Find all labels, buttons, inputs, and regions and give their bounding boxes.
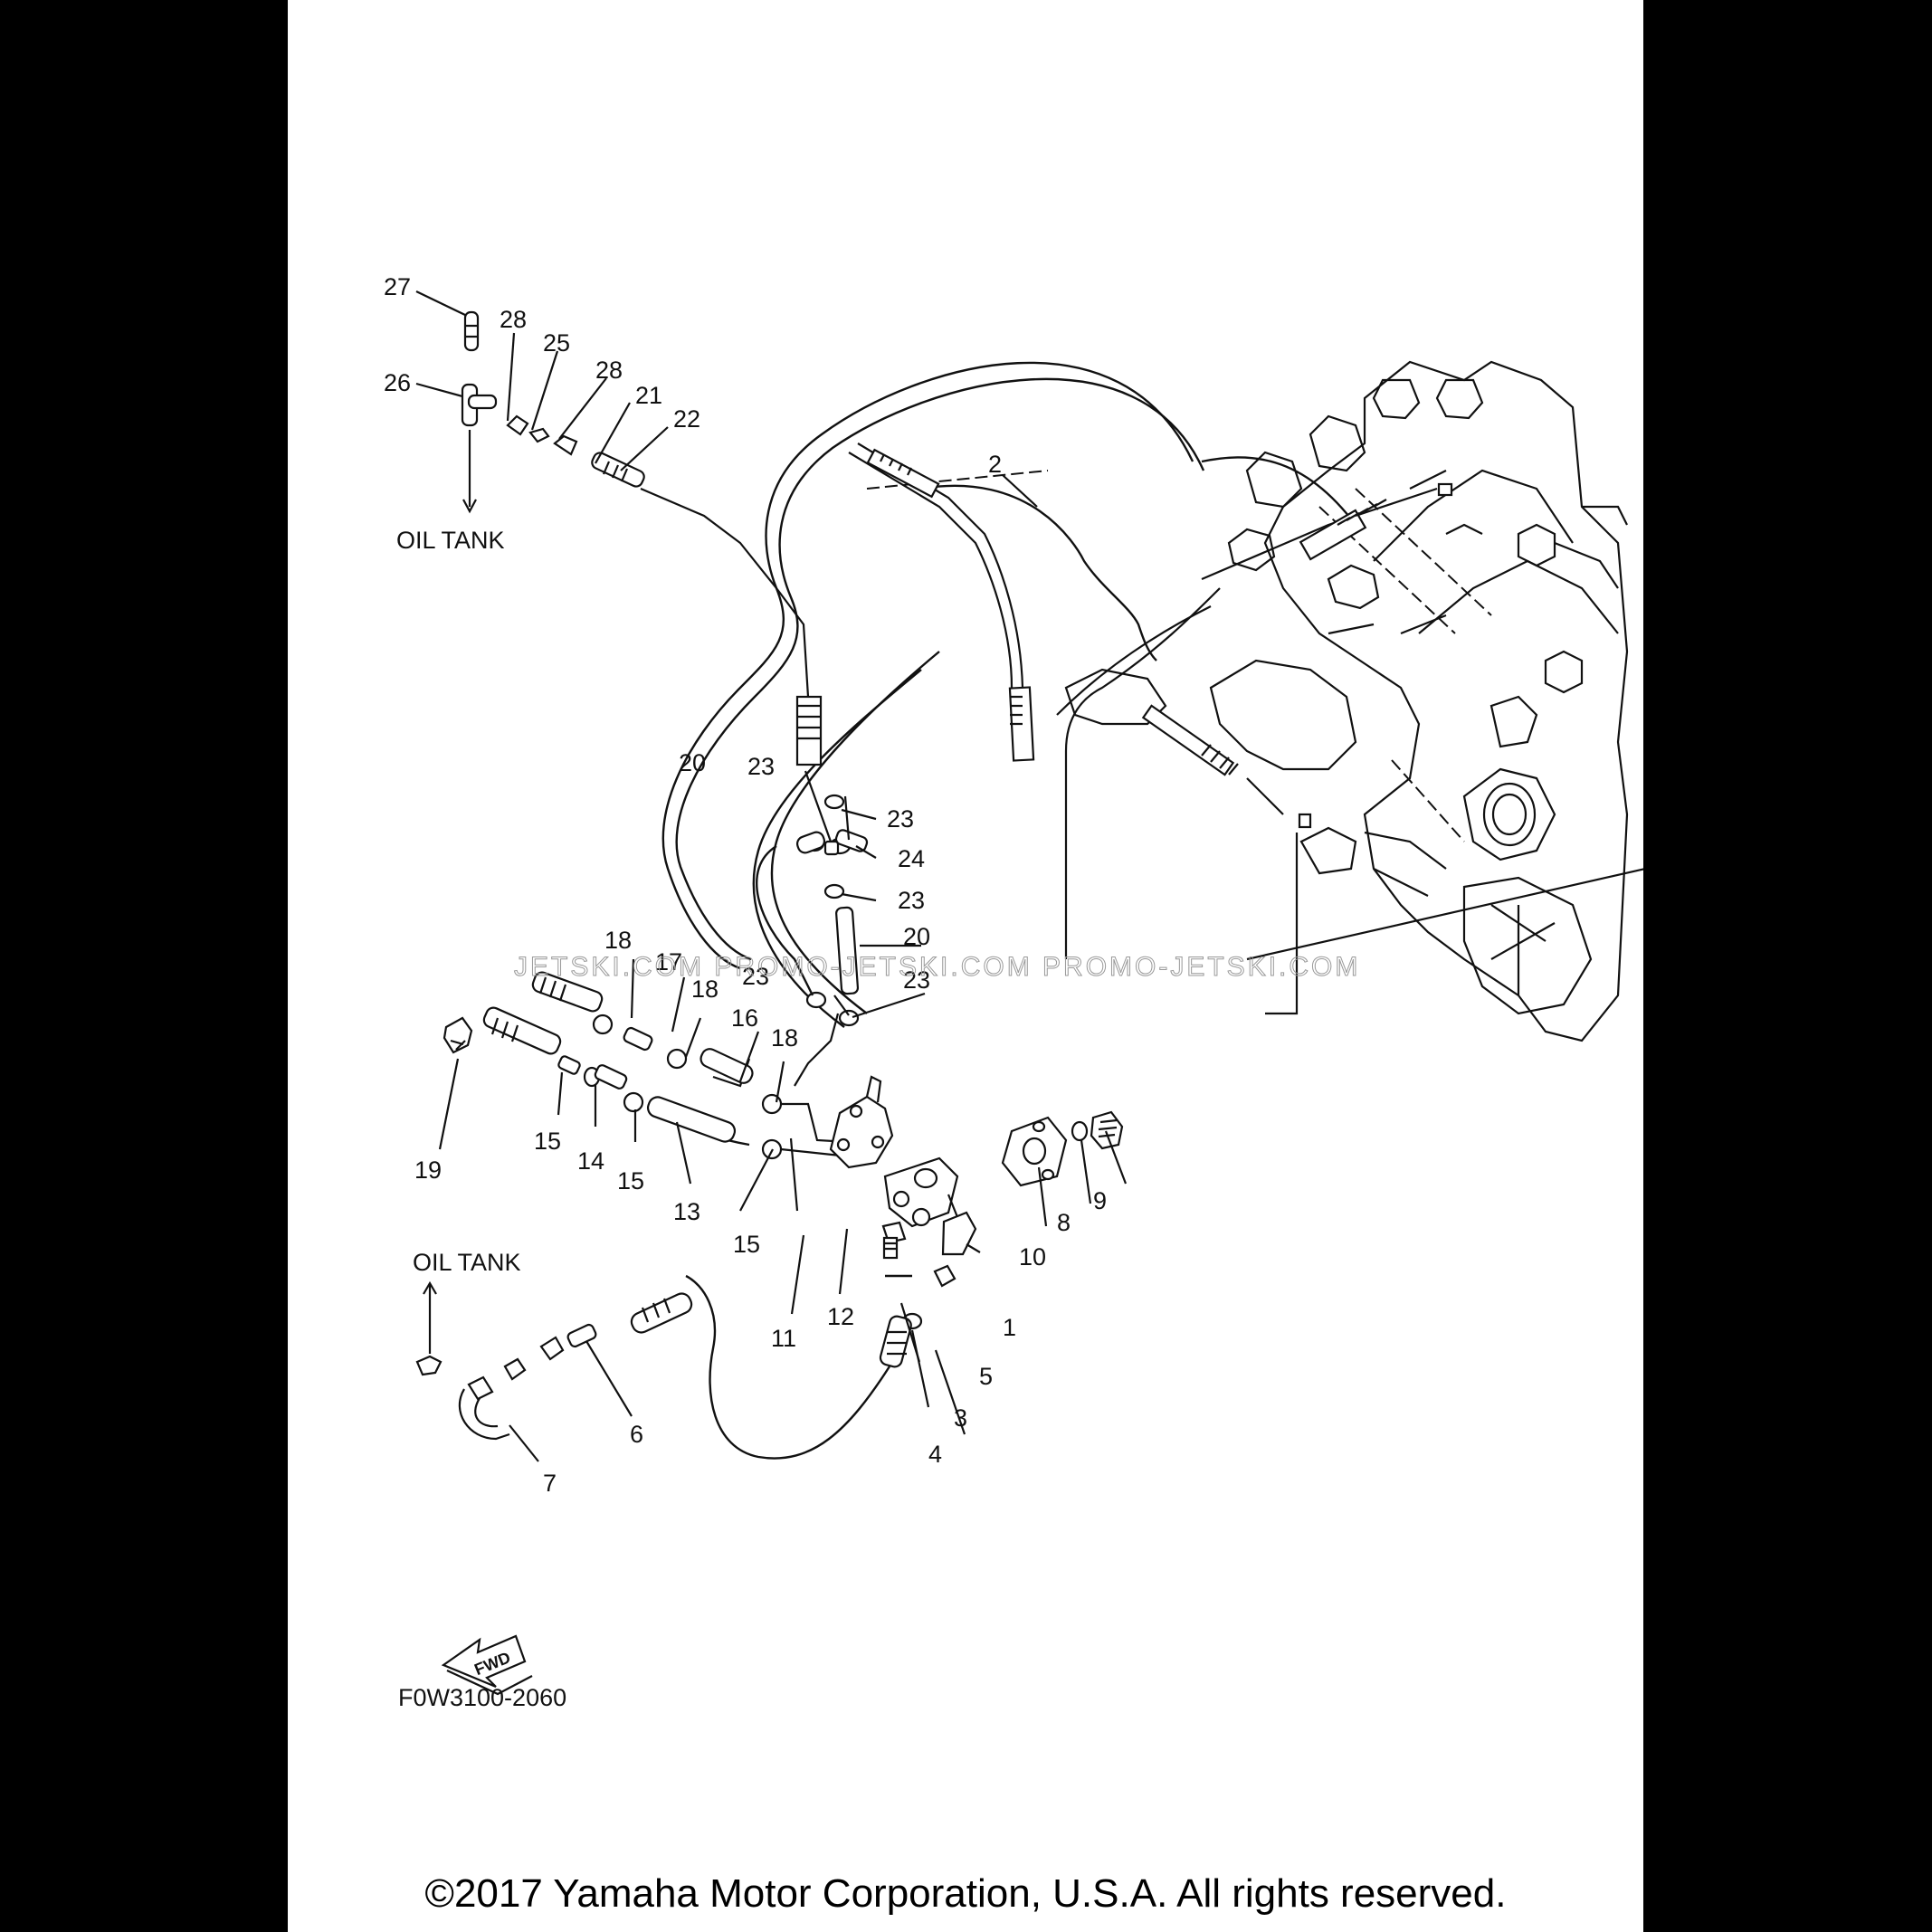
callout-2: 2 xyxy=(988,451,1002,478)
callout-28: 28 xyxy=(595,357,623,384)
callout-23: 23 xyxy=(898,887,925,914)
callout-21: 21 xyxy=(635,382,662,409)
callout-8: 8 xyxy=(1057,1209,1071,1236)
engine-block-illustration xyxy=(1064,360,1629,1042)
callout-20: 20 xyxy=(903,923,930,950)
callout-13: 13 xyxy=(673,1198,700,1225)
watermark-text: JETSKI.COM PROMO-JETSKI.COM PROMO-JETSKI… xyxy=(514,952,1360,982)
leader-lines xyxy=(415,290,1128,1462)
lower-oil-line xyxy=(415,1264,956,1460)
callout-25: 25 xyxy=(543,329,570,357)
callout-15: 15 xyxy=(617,1167,644,1194)
callout-23: 23 xyxy=(742,963,769,990)
oil-pump-exploded-diagram: 27 28 25 26 28 21 22 2 20 23 23 24 23 20… xyxy=(384,273,1643,1711)
upper-fittings xyxy=(461,310,823,766)
callout-20: 20 xyxy=(679,749,706,776)
callout-6: 6 xyxy=(630,1421,643,1448)
callout-15: 15 xyxy=(534,1128,561,1155)
callout-23: 23 xyxy=(747,753,775,780)
oil-tank-label-top: OIL TANK xyxy=(396,527,505,554)
callout-1: 1 xyxy=(1003,1314,1016,1341)
callout-15: 15 xyxy=(733,1231,760,1258)
center-connectors xyxy=(756,794,869,1027)
callout-18: 18 xyxy=(771,1024,798,1052)
left-fittings xyxy=(443,971,850,1160)
callout-23: 23 xyxy=(887,805,914,833)
callout-5: 5 xyxy=(979,1363,993,1390)
diagram-page: 27 28 25 26 28 21 22 2 20 23 23 24 23 20… xyxy=(288,0,1643,1932)
callout-3: 3 xyxy=(954,1404,967,1432)
callout-17: 17 xyxy=(655,948,682,976)
throttle-cables xyxy=(848,443,1643,1015)
callout-24: 24 xyxy=(898,845,925,872)
oil-hoses xyxy=(661,361,1356,1278)
oil-tank-label-bottom: OIL TANK xyxy=(413,1249,521,1276)
callout-27: 27 xyxy=(384,273,411,300)
callout-23: 23 xyxy=(903,966,930,994)
callout-10: 10 xyxy=(1019,1243,1046,1271)
callout-22: 22 xyxy=(673,405,700,433)
oil-pump-assembly xyxy=(829,1075,1124,1260)
callout-12: 12 xyxy=(827,1303,854,1330)
callout-18: 18 xyxy=(604,927,632,954)
callout-28: 28 xyxy=(500,306,527,333)
callout-numbers: 27 28 25 26 28 21 22 2 20 23 23 24 23 20… xyxy=(384,273,1107,1497)
callout-4: 4 xyxy=(928,1441,942,1468)
callout-11: 11 xyxy=(771,1325,796,1352)
callout-14: 14 xyxy=(577,1147,604,1175)
callout-19: 19 xyxy=(414,1156,442,1184)
callout-18: 18 xyxy=(691,976,719,1003)
diagram-code: F0W3100-2060 xyxy=(398,1684,566,1711)
callout-9: 9 xyxy=(1093,1187,1107,1214)
callout-26: 26 xyxy=(384,369,411,396)
callout-7: 7 xyxy=(543,1470,557,1497)
copyright-notice: ©2017 Yamaha Motor Corporation, U.S.A. A… xyxy=(424,1871,1507,1916)
callout-16: 16 xyxy=(731,1004,758,1032)
